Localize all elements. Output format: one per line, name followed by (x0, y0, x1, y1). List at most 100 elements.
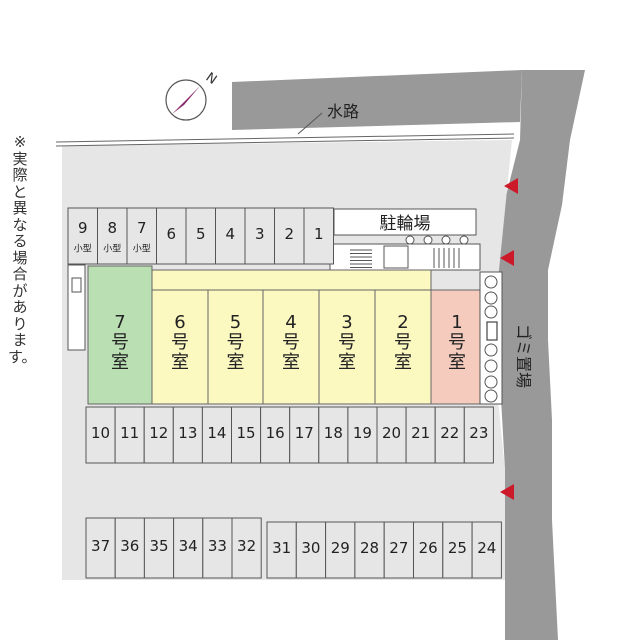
shrub (484, 389, 498, 403)
road (496, 70, 585, 640)
room-block (318, 289, 376, 405)
parking-space-outline (295, 521, 327, 579)
parking-space-25: 25 (442, 521, 473, 579)
parking-space-outline (463, 406, 494, 464)
parking-space-14: 14 (201, 406, 232, 464)
disclaimer-note: ※実際と異なる場合があります。 (8, 133, 37, 366)
parking-space-outline (289, 406, 320, 464)
parking-space-number: 16 (266, 424, 285, 442)
room-5: 5号室 (207, 289, 264, 405)
shrub (484, 291, 498, 305)
room-number: 5 (230, 312, 241, 333)
parking-space-30: 30 (295, 521, 327, 579)
parking-space-number: 21 (411, 424, 430, 442)
room-label: 号 (448, 332, 466, 353)
parking-space-tag: 小型 (103, 244, 121, 255)
boundary-line (55, 137, 515, 147)
parking-space-number: 33 (208, 537, 227, 555)
room-label: 号 (338, 332, 356, 353)
parking-space-2: 2 (274, 207, 305, 265)
parking-space-number: 22 (440, 424, 459, 442)
parking-space-number: 8 (107, 219, 117, 237)
parking-space-18: 18 (318, 406, 349, 464)
rack-circle (441, 235, 451, 245)
parking-space-outline (185, 207, 216, 265)
parking-space-outline (97, 207, 128, 265)
parking-space-28: 28 (354, 521, 385, 579)
shrub (484, 359, 498, 373)
parking-space-outline (260, 406, 291, 464)
parking-space-outline (325, 521, 356, 579)
parking-space-22: 22 (434, 406, 465, 464)
rack-circle (405, 235, 415, 245)
entrance-arrow (500, 484, 514, 500)
parking-space-1: 1 (303, 207, 334, 265)
room-block (374, 289, 432, 405)
room-label: 室 (111, 352, 129, 373)
waterway (232, 70, 522, 130)
stairs (350, 245, 460, 269)
parking-space-number: 13 (178, 424, 197, 442)
room-label: 室 (448, 352, 466, 373)
parking-space-8: 8 小型 (97, 207, 128, 265)
room-3: 3号室 (318, 289, 376, 405)
parking-space-number: 25 (448, 539, 467, 557)
parking-space-outline (215, 207, 246, 265)
room-number: 2 (397, 312, 408, 333)
shrub (484, 343, 498, 357)
room-number: 7 (114, 312, 125, 333)
room-label: 室 (338, 352, 356, 373)
parking-space-number: 15 (237, 424, 256, 442)
parking-space-number: 6 (166, 225, 176, 243)
parking-space-3: 3 (244, 207, 275, 265)
parking-space-32: 32 (231, 517, 262, 579)
parking-space-16: 16 (260, 406, 291, 464)
parking-space-number: 37 (91, 537, 110, 555)
parking-space-number: 3 (255, 225, 265, 243)
parking-space-number: 12 (149, 424, 168, 442)
parking-space-number: 2 (284, 225, 294, 243)
parking-space-number: 31 (272, 539, 291, 557)
parking-space-outline (434, 406, 465, 464)
parking-space-number: 14 (207, 424, 226, 442)
parking-space-31: 31 (266, 521, 297, 579)
parking-space-outline (202, 517, 233, 579)
rack-circle (423, 235, 433, 245)
parking-space-number: 30 (301, 539, 320, 557)
parking-space-34: 34 (173, 517, 204, 579)
room-number: 6 (174, 312, 185, 333)
parking-space-12: 12 (143, 406, 174, 464)
parking-space-outline (266, 521, 297, 579)
parking-space-number: 27 (389, 539, 408, 557)
entrance-box (383, 245, 409, 269)
parking-space-number: 34 (179, 537, 198, 555)
parking-space-outline (85, 406, 116, 464)
parking-space-outline (303, 207, 334, 265)
entrance-arrow (504, 178, 518, 194)
parking-space-number: 4 (225, 225, 235, 243)
garbage-box (486, 321, 498, 341)
waterway-pointer (297, 112, 323, 135)
garbage-shrubs (484, 275, 498, 403)
compass (165, 79, 207, 121)
room-block (262, 289, 320, 405)
room-label: 号 (171, 332, 189, 353)
parking-space-outline (244, 207, 275, 265)
parking-space-21: 21 (405, 406, 436, 464)
parking-space-number: 29 (331, 539, 350, 557)
shrub (484, 305, 498, 319)
parking-space-13: 13 (172, 406, 203, 464)
parking-space-11: 11 (114, 406, 145, 464)
parking-space-number: 32 (237, 537, 256, 555)
parking-space-outline (376, 406, 407, 464)
parking-space-outline (143, 517, 175, 579)
parking-space-number: 24 (477, 539, 496, 557)
parking-space-35: 35 (143, 517, 175, 579)
parking-space-6: 6 (156, 207, 187, 265)
parking-space-outline (405, 406, 436, 464)
room-label: 号 (111, 332, 129, 353)
parking-space-outline (201, 406, 232, 464)
parking-space-outline (143, 406, 174, 464)
